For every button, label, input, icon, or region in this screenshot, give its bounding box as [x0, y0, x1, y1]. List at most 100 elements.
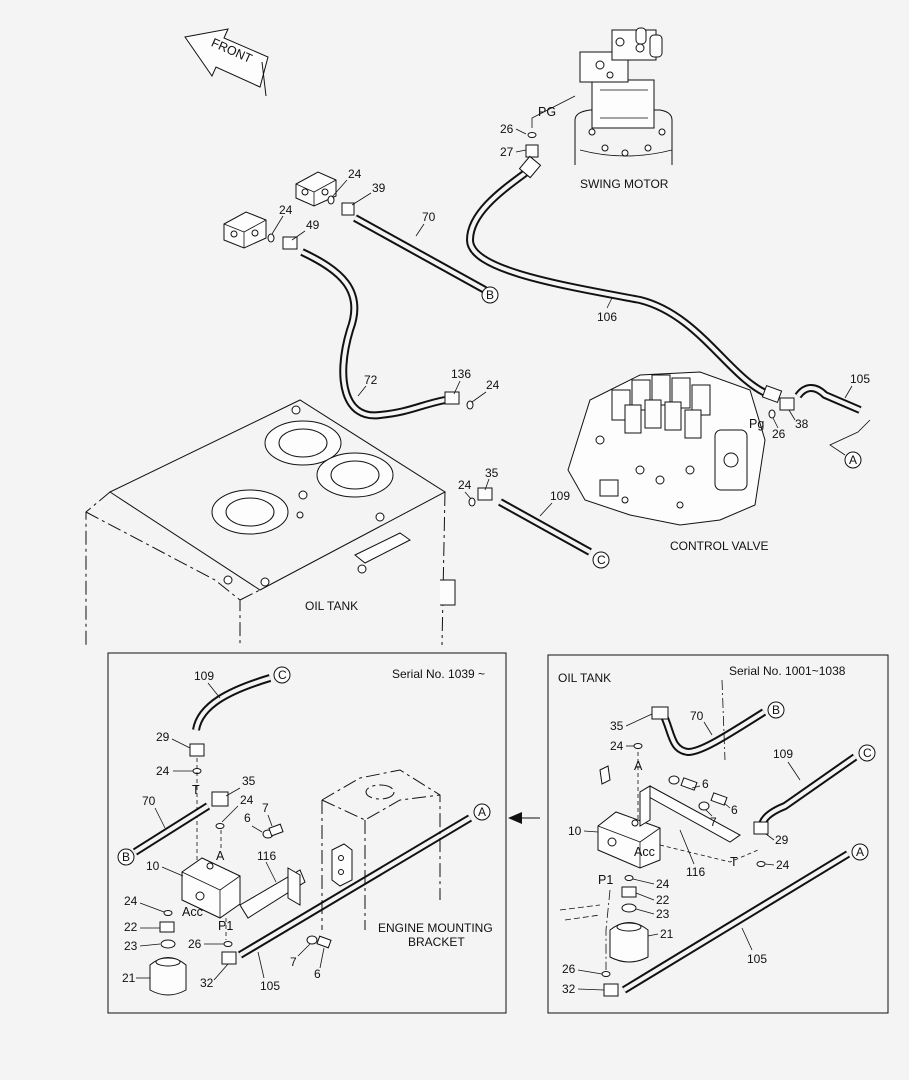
callout-26: 26 [500, 122, 514, 136]
engine-mounting-bracket: ENGINE MOUNTING BRACKET [321, 769, 493, 949]
oil-tank-label: OIL TANK [305, 599, 358, 613]
callout-105: 105 [850, 372, 870, 386]
callout-49: 49 [306, 218, 320, 232]
port-pg-upper: PG [538, 105, 556, 119]
callout-24: 24 [279, 203, 293, 217]
valve-block-10-left [181, 857, 241, 919]
callout-6: 6 [702, 777, 709, 791]
inset-arrow [508, 812, 540, 824]
manifold-block-upper [295, 171, 337, 207]
callout-23: 23 [656, 907, 670, 921]
port-pg-lower: Pg [749, 417, 764, 431]
connector-a-right [851, 843, 869, 861]
callout-35: 35 [610, 719, 624, 733]
callout-23: 23 [124, 939, 138, 953]
hose-106: 106 [465, 155, 783, 404]
fitting-39 [341, 202, 355, 216]
swing-motor-label: SWING MOTOR [580, 177, 669, 191]
hose-70: 70 [353, 210, 487, 294]
inset-right: Serial No. 1001~1038 OIL TANK B 70 35 24… [547, 654, 889, 1014]
fitting-27 [525, 144, 539, 158]
svg-text:C: C [278, 668, 287, 682]
fitting-35-right [651, 706, 669, 720]
control-valve-label: CONTROL VALVE [670, 539, 768, 553]
callout-70: 70 [422, 210, 436, 224]
callout-32: 32 [200, 976, 214, 990]
callout-24: 24 [486, 378, 500, 392]
control-valve: CONTROL VALVE [567, 371, 768, 553]
port-t-left: T [192, 783, 200, 797]
callout-7: 7 [710, 815, 717, 829]
callout-10: 10 [568, 824, 582, 838]
callout-24: 24 [776, 858, 790, 872]
inset-right-oil-tank: OIL TANK [558, 671, 611, 685]
hose-72: 72 [300, 248, 446, 420]
svg-text:A: A [856, 845, 864, 859]
callout-24: 24 [656, 877, 670, 891]
fitting-29-right [753, 821, 769, 835]
callout-6: 6 [244, 811, 251, 825]
callout-136: 136 [451, 367, 471, 381]
washer-23-left [160, 939, 176, 949]
svg-text:BRACKET: BRACKET [408, 935, 465, 949]
callout-24: 24 [124, 894, 138, 908]
callout-39: 39 [372, 181, 386, 195]
fitting-22-right [621, 886, 637, 898]
connector-b: B [481, 286, 499, 304]
oil-tank: OIL TANK [85, 399, 456, 646]
port-acc-right: Acc [634, 845, 655, 859]
fitting-29-left [189, 743, 205, 757]
o-ring-26 [527, 132, 537, 138]
callout-109: 109 [194, 669, 214, 683]
callout-7: 7 [262, 801, 269, 815]
fitting-49 [282, 236, 298, 250]
callout-109: 109 [773, 747, 793, 761]
svg-text:A: A [849, 453, 857, 467]
callout-22: 22 [124, 920, 138, 934]
accumulator-21-left [149, 957, 187, 996]
hose-105-main: 105 [794, 372, 870, 414]
inset-right-serial: Serial No. 1001~1038 [729, 664, 846, 678]
svg-text:B: B [486, 288, 494, 302]
callout-6: 6 [314, 967, 321, 981]
accumulator-21-right [609, 922, 649, 963]
callout-21: 21 [660, 927, 674, 941]
fitting-38 [779, 397, 795, 411]
inset-left-serial: Serial No. 1039 ~ [392, 667, 485, 681]
callout-72: 72 [364, 373, 378, 387]
connector-c-right [858, 744, 876, 762]
washer-23-right [621, 903, 637, 913]
callout-10: 10 [146, 859, 160, 873]
callout-109: 109 [550, 489, 570, 503]
callout-116: 116 [686, 865, 705, 879]
svg-text:B: B [122, 850, 130, 864]
valve-block-10-right [597, 811, 661, 869]
callout-38: 38 [795, 417, 809, 431]
callout-24: 24 [458, 478, 472, 492]
svg-text:B: B [772, 703, 780, 717]
callout-70: 70 [690, 709, 704, 723]
connector-a: A [844, 451, 862, 469]
callout-26: 26 [562, 962, 576, 976]
callout-116: 116 [257, 849, 276, 863]
fitting-136 [444, 391, 460, 405]
callout-26: 26 [772, 427, 786, 441]
callout-24: 24 [348, 167, 362, 181]
connector-b-left [117, 848, 135, 866]
swing-motor: SWING MOTOR [574, 27, 673, 191]
port-a-right: A [634, 759, 643, 773]
port-acc-left: Acc [182, 905, 203, 919]
connector-b-right [767, 701, 785, 719]
connector-c-left [273, 666, 291, 684]
callout-7: 7 [290, 955, 297, 969]
callout-26: 26 [188, 937, 202, 951]
manifold-block-lower [223, 211, 267, 249]
callout-29: 29 [156, 730, 170, 744]
callout-24: 24 [240, 793, 254, 807]
port-t-right: T [730, 855, 738, 869]
svg-text:C: C [863, 746, 872, 760]
callout-35: 35 [485, 466, 499, 480]
fitting-35-left [211, 791, 229, 807]
